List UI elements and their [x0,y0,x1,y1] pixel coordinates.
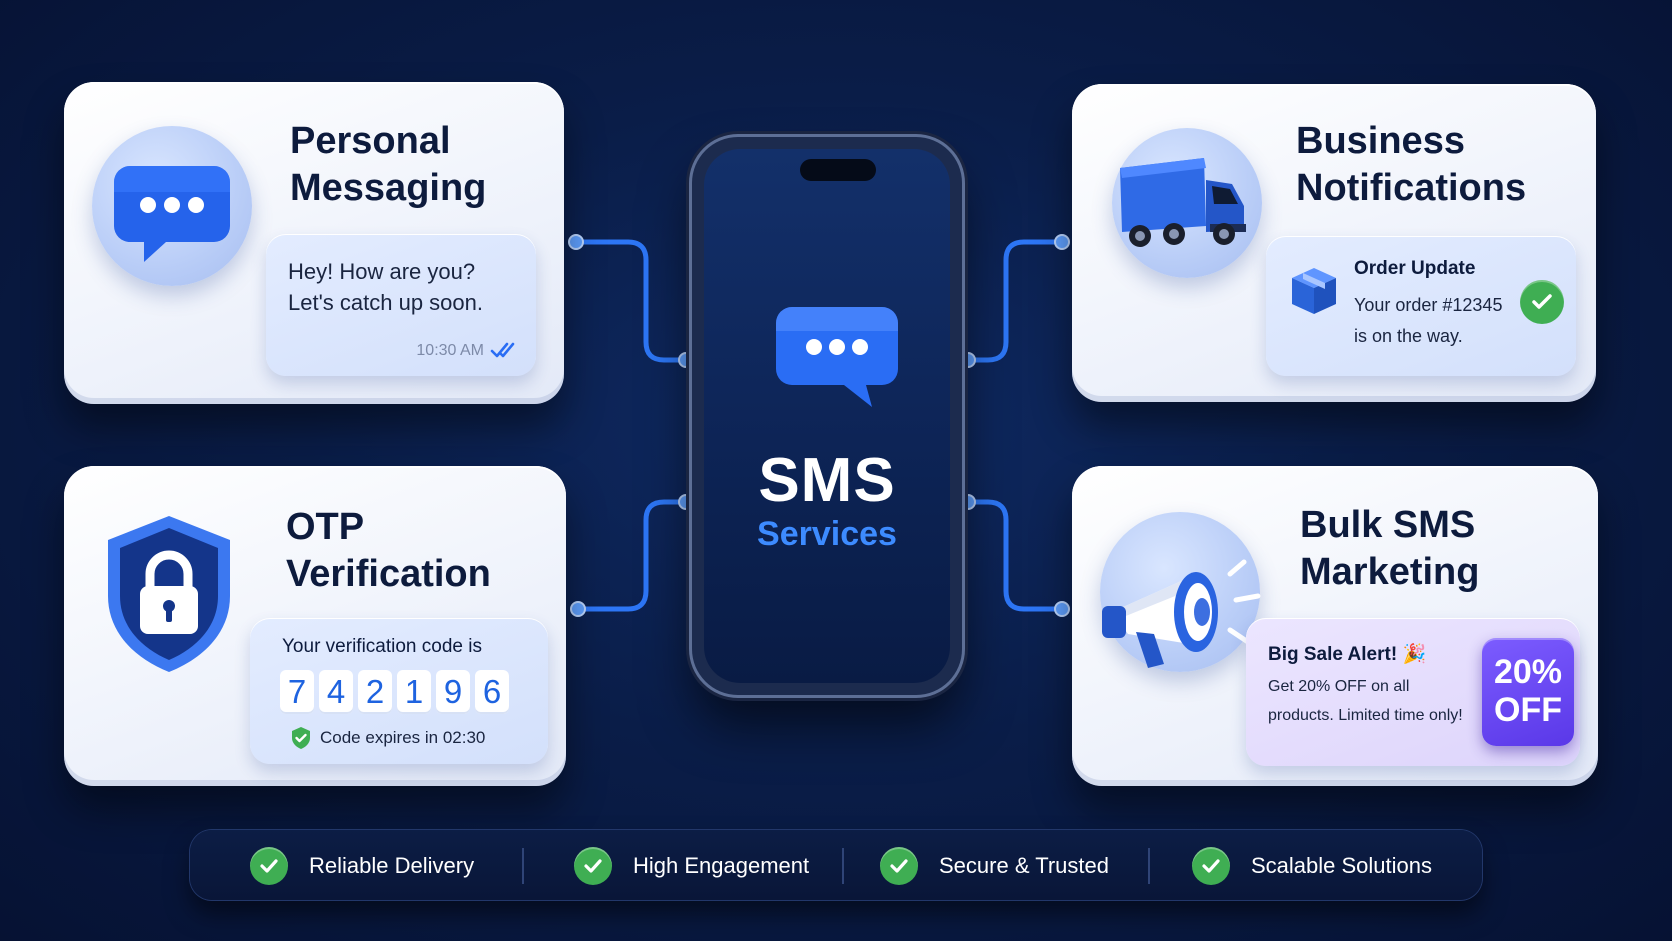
hero-title: SMS [758,446,896,515]
promo-bubble: Big Sale Alert! 🎉 Get 20% OFF on all pro… [1246,618,1580,766]
notification-bubble: Order Update Your order #12345 is on the… [1266,236,1576,376]
otp-digit: 6 [475,670,509,714]
discount-badge: 20% OFF [1482,638,1574,746]
message-text: Hey! How are you? Let's catch up soon. [288,259,483,315]
truck-icon-disc [1112,128,1262,278]
otp-digit: 2 [358,670,392,714]
feature-scalable-solutions: Scalable Solutions [1192,847,1432,885]
phone-notch [800,159,876,181]
otp-prompt: Your verification code is [282,636,482,657]
card-title: Business Notifications [1296,120,1527,209]
phone-screen: SMS Services [704,149,950,683]
otp-digit: 9 [436,670,470,714]
message-time: 10:30 AM [416,342,484,359]
otp-digit: 7 [280,670,314,714]
message-bubble: Hey! How are you? Let's catch up soon. 1… [266,234,536,376]
feature-label: Scalable Solutions [1251,853,1433,878]
check-icon [880,847,918,885]
feature-label: Secure & Trusted [939,853,1109,878]
divider [842,848,844,884]
check-icon [574,847,612,885]
feature-label: Reliable Delivery [309,853,475,878]
otp-digit: 1 [397,670,431,714]
promo-body: Get 20% OFF on all products. Limited tim… [1268,678,1463,724]
feature-label: High Engagement [633,853,810,878]
notification-heading: Order Update [1354,258,1476,279]
delivered-check-icon [1520,280,1564,324]
chat-bubble-icon [776,307,898,407]
card-title: Bulk SMS Marketing [1300,504,1480,593]
check-icon [250,847,288,885]
business-notifications-card[interactable]: Business Notifications Order Update Your… [1072,84,1596,402]
chat-icon-disc [92,126,252,286]
otp-expiry: Code expires in 02:30 [320,728,486,747]
card-title: OTP Verification [286,506,491,595]
shield-check-icon [292,727,310,749]
divider [1148,848,1150,884]
otp-code: 7 4 2 1 9 6 [280,670,514,714]
features-bar: Reliable Delivery High Engagement Secure… [190,830,1482,900]
feature-high-engagement: High Engagement [574,847,809,885]
otp-digit: 4 [319,670,353,714]
feature-reliable-delivery: Reliable Delivery [250,847,474,885]
check-icon [1192,847,1230,885]
feature-secure-trusted: Secure & Trusted [880,847,1109,885]
shield-lock-icon [108,516,230,672]
megaphone-icon [1102,559,1261,668]
truck-icon [1120,158,1246,247]
chat-bubble-icon [114,166,230,262]
otp-bubble: Your verification code is 7 4 2 1 9 6 Co… [250,618,548,764]
package-icon [1292,268,1336,314]
bulk-sms-marketing-card[interactable]: Bulk SMS Marketing Big Sale Alert! 🎉 Get… [1072,466,1598,786]
otp-verification-card[interactable]: OTP Verification Your verification code … [64,466,566,786]
notification-body: Your order #12345 is on the way. [1354,295,1503,346]
personal-messaging-card[interactable]: Personal Messaging Hey! How are you? Let… [64,82,564,404]
hero-subtitle: Services [757,515,897,553]
promo-heading: Big Sale Alert! 🎉 [1268,644,1427,665]
card-title: Personal Messaging [290,120,487,209]
phone-device: SMS Services [692,137,962,695]
double-check-icon [490,342,515,358]
divider [522,848,524,884]
